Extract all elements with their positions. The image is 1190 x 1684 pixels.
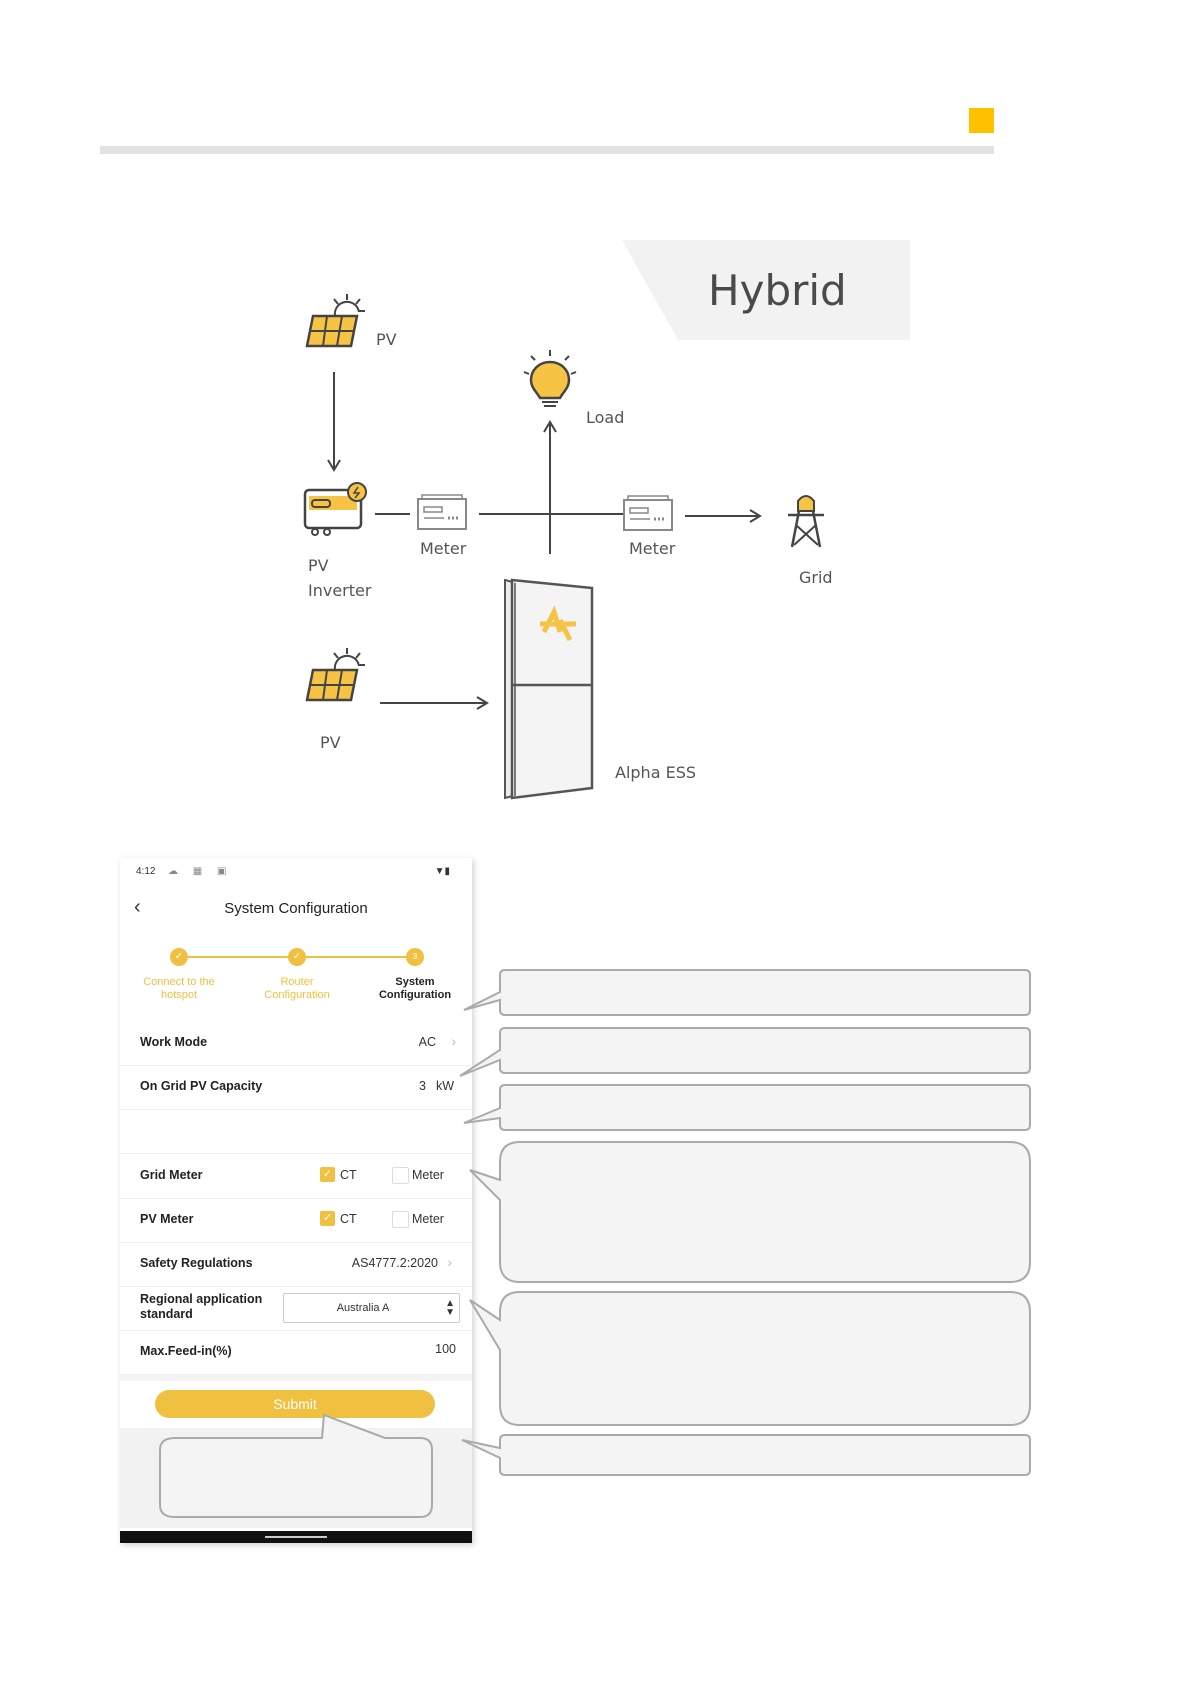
chevron-right-icon: › [451,1033,456,1049]
back-arrow-icon[interactable]: ‹ [134,896,141,918]
home-indicator[interactable] [265,1536,327,1538]
pv-meter-ct-checkbox[interactable]: ✓ [320,1211,335,1226]
pv-meter-meter-checkbox[interactable] [392,1211,409,1228]
meter-left-label: Meter [420,539,467,558]
grid-meter-meter-label: Meter [412,1168,444,1182]
meter-icon-right [623,495,673,531]
work-mode-value: AC [418,1035,436,1049]
wifi-battery-icon: ▼▮ [434,866,450,877]
regional-row: Regional application standard Australia … [120,1286,472,1331]
callout-1 [463,969,1031,1016]
callout-4 [469,1141,1031,1283]
pv-meter-meter-label: Meter [412,1212,444,1226]
pv-capacity-input[interactable]: 3 [419,1079,426,1093]
max-feed-input[interactable]: 100 [435,1342,456,1356]
regional-select[interactable]: Australia A ▲▼ [283,1293,460,1323]
pv-inverter-icon [303,482,367,536]
alpha-ess-cabinet [504,578,594,800]
grid-label: Grid [799,568,833,587]
max-feed-label: Max.Feed-in(%) [140,1344,232,1358]
meter-right-label: Meter [629,539,676,558]
max-feed-row: Max.Feed-in(%) 100 [120,1330,472,1375]
pv-capacity-unit: kW [435,1079,454,1093]
grid-tower-icon [788,495,824,548]
light-bulb-icon [523,350,577,407]
divider [120,1375,472,1381]
regional-select-value: Australia A [336,1302,390,1314]
hybrid-banner [622,240,910,340]
chevron-right-icon: › [447,1254,452,1270]
grid-meter-label: Grid Meter [140,1168,203,1182]
status-icons: ☁ ▦ ▣ [168,866,233,877]
regional-label: Regional application standard [140,1292,263,1321]
step-3-label: System Configuration [378,976,452,1001]
submit-button[interactable]: Submit [155,1390,435,1418]
safety-row[interactable]: Safety Regulations AS4777.2:2020 › [120,1242,472,1287]
grid-meter-row: Grid Meter ✓ CT Meter [120,1154,472,1199]
alpha-ess-label: Alpha ESS [615,763,696,782]
step-2-label: Router Configuration [264,976,330,1001]
work-mode-label: Work Mode [140,1035,208,1049]
callout-6 [461,1434,1031,1476]
brand-square [969,108,994,133]
pv-capacity-label: On Grid PV Capacity [140,1079,263,1093]
hybrid-diagram: Hybrid PV PV Inverter Meter [303,240,910,800]
callout-5 [469,1291,1031,1426]
meter-icon-left [417,494,467,530]
step-3-dot: 3 [406,948,424,966]
pv-inverter-label-2: Inverter [308,581,372,600]
step-1-check-icon: ✓ [170,948,188,966]
work-mode-row[interactable]: Work Mode AC › [120,1021,472,1066]
select-arrows-icon: ▲▼ [445,1298,455,1318]
pv-bottom-label: PV [320,733,341,752]
hybrid-title: Hybrid [708,266,847,315]
grid-meter-ct-checkbox[interactable]: ✓ [320,1167,335,1182]
header-rule [100,146,994,154]
footer-area [120,1428,472,1528]
step-1-label: Connect to the hotspot [143,976,215,1001]
pv-meter-label: PV Meter [140,1212,194,1226]
page-title: System Configuration [224,900,368,917]
safety-label: Safety Regulations [140,1256,253,1270]
pv-meter-row: PV Meter ✓ CT Meter [120,1198,472,1243]
step-2-check-icon: ✓ [288,948,306,966]
callout-3 [463,1084,1031,1131]
pv-top-label: PV [376,330,397,349]
pv-inverter-label-1: PV [308,556,329,575]
phone-screen: 4:12 ☁ ▦ ▣ ▼▮ ‹ System Configuration ✓ ✓… [120,858,472,1543]
pv-panel-icon [305,294,365,348]
grid-meter-meter-checkbox[interactable] [392,1167,409,1184]
pv-capacity-row: On Grid PV Capacity 3 kW [120,1065,472,1110]
grid-meter-ct-label: CT [340,1168,357,1182]
pv-panel-icon-bottom [305,648,365,702]
load-label: Load [586,408,624,427]
callout-2 [459,1027,1031,1077]
pv-meter-ct-label: CT [340,1212,357,1226]
safety-value: AS4777.2:2020 [351,1256,438,1270]
status-time: 4:12 [136,866,156,877]
empty-row [120,1109,472,1154]
